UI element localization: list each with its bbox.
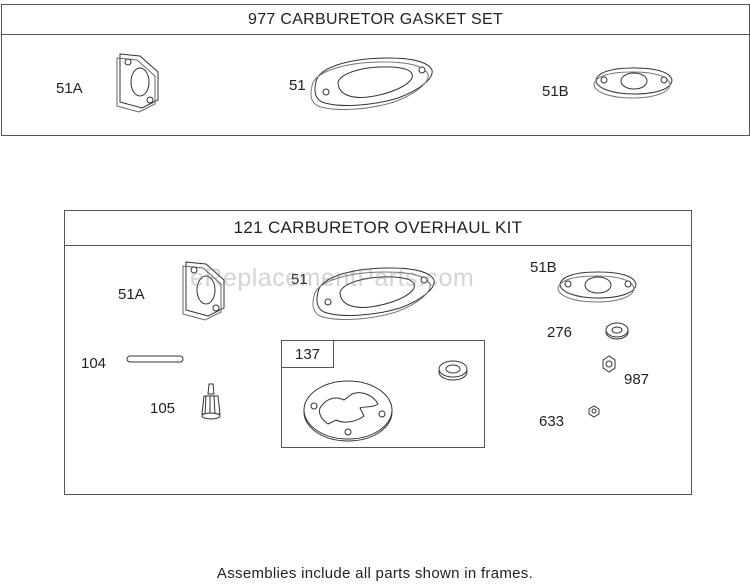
callout-104: 104 bbox=[81, 355, 107, 372]
callout-51a-kit: 51A bbox=[118, 286, 145, 303]
gasket-51-top-part bbox=[308, 52, 438, 110]
ring-137-part bbox=[436, 358, 470, 382]
seal-276-part bbox=[604, 322, 630, 340]
pin-104-part bbox=[124, 354, 186, 364]
callout-51-kit: 51 bbox=[291, 271, 308, 288]
valve-987-part bbox=[600, 354, 618, 376]
callout-276: 276 bbox=[547, 324, 573, 341]
callout-987: 987 bbox=[624, 371, 650, 388]
callout-51b-top: 51B bbox=[542, 83, 569, 100]
gasket-51-kit-part bbox=[310, 262, 440, 320]
washer-633-part bbox=[586, 404, 602, 418]
callout-105: 105 bbox=[150, 400, 176, 417]
gasket-51b-top-part bbox=[592, 64, 676, 100]
needle-105-part bbox=[196, 382, 226, 420]
diaphragm-137-part bbox=[300, 378, 396, 444]
callout-51a-top: 51A bbox=[56, 80, 83, 97]
subassembly-137-title: 137 bbox=[282, 341, 334, 368]
footer-note: Assemblies include all parts shown in fr… bbox=[216, 565, 534, 582]
gasket-51a-kit-part bbox=[178, 258, 234, 320]
gasket-51a-top-part bbox=[112, 50, 168, 112]
overhaul-kit-title: 121 CARBURETOR OVERHAUL KIT bbox=[65, 211, 691, 246]
watermark-text: eReplacementParts.com bbox=[190, 264, 475, 292]
gasket-set-title: 977 CARBURETOR GASKET SET bbox=[2, 5, 749, 35]
callout-633: 633 bbox=[539, 413, 565, 430]
subassembly-137-frame: 137 bbox=[281, 340, 485, 448]
callout-51-top: 51 bbox=[289, 77, 306, 94]
callout-51b-kit: 51B bbox=[530, 259, 557, 276]
gasket-51b-kit-part bbox=[556, 268, 640, 304]
gasket-set-frame: 977 CARBURETOR GASKET SET bbox=[1, 4, 750, 136]
overhaul-kit-frame: 121 CARBURETOR OVERHAUL KIT bbox=[64, 210, 692, 495]
